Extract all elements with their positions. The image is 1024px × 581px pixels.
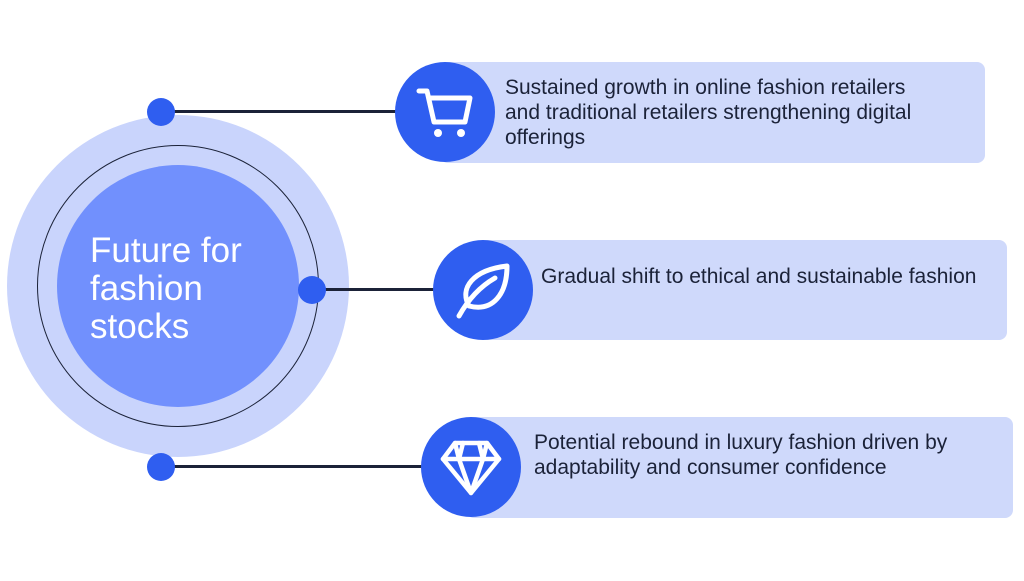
connector-line-3	[161, 465, 441, 468]
item-badge-2	[433, 240, 533, 340]
center-circle	[57, 165, 299, 407]
connector-dot-3	[147, 453, 175, 481]
connector-dot-1	[147, 98, 175, 126]
connector-line-1	[161, 110, 411, 113]
item-card-3	[466, 417, 1013, 518]
item-badge-3	[421, 417, 521, 517]
connector-dot-2	[298, 276, 326, 304]
diamond-icon	[439, 437, 503, 497]
connector-line-2	[312, 288, 452, 291]
leaf-icon	[451, 258, 515, 322]
item-card-2	[478, 240, 1007, 340]
item-card-1	[440, 62, 985, 163]
item-text-2: Gradual shift to ethical and sustainable…	[541, 265, 977, 288]
item-badge-1	[395, 62, 495, 162]
item-text-1: Sustained growth in online fashion retai…	[505, 76, 912, 149]
shopping-cart-icon	[415, 82, 475, 142]
item-text-3: Potential rebound in luxury fashion driv…	[534, 431, 948, 479]
center-title: Future for fashion stocks	[90, 231, 242, 346]
